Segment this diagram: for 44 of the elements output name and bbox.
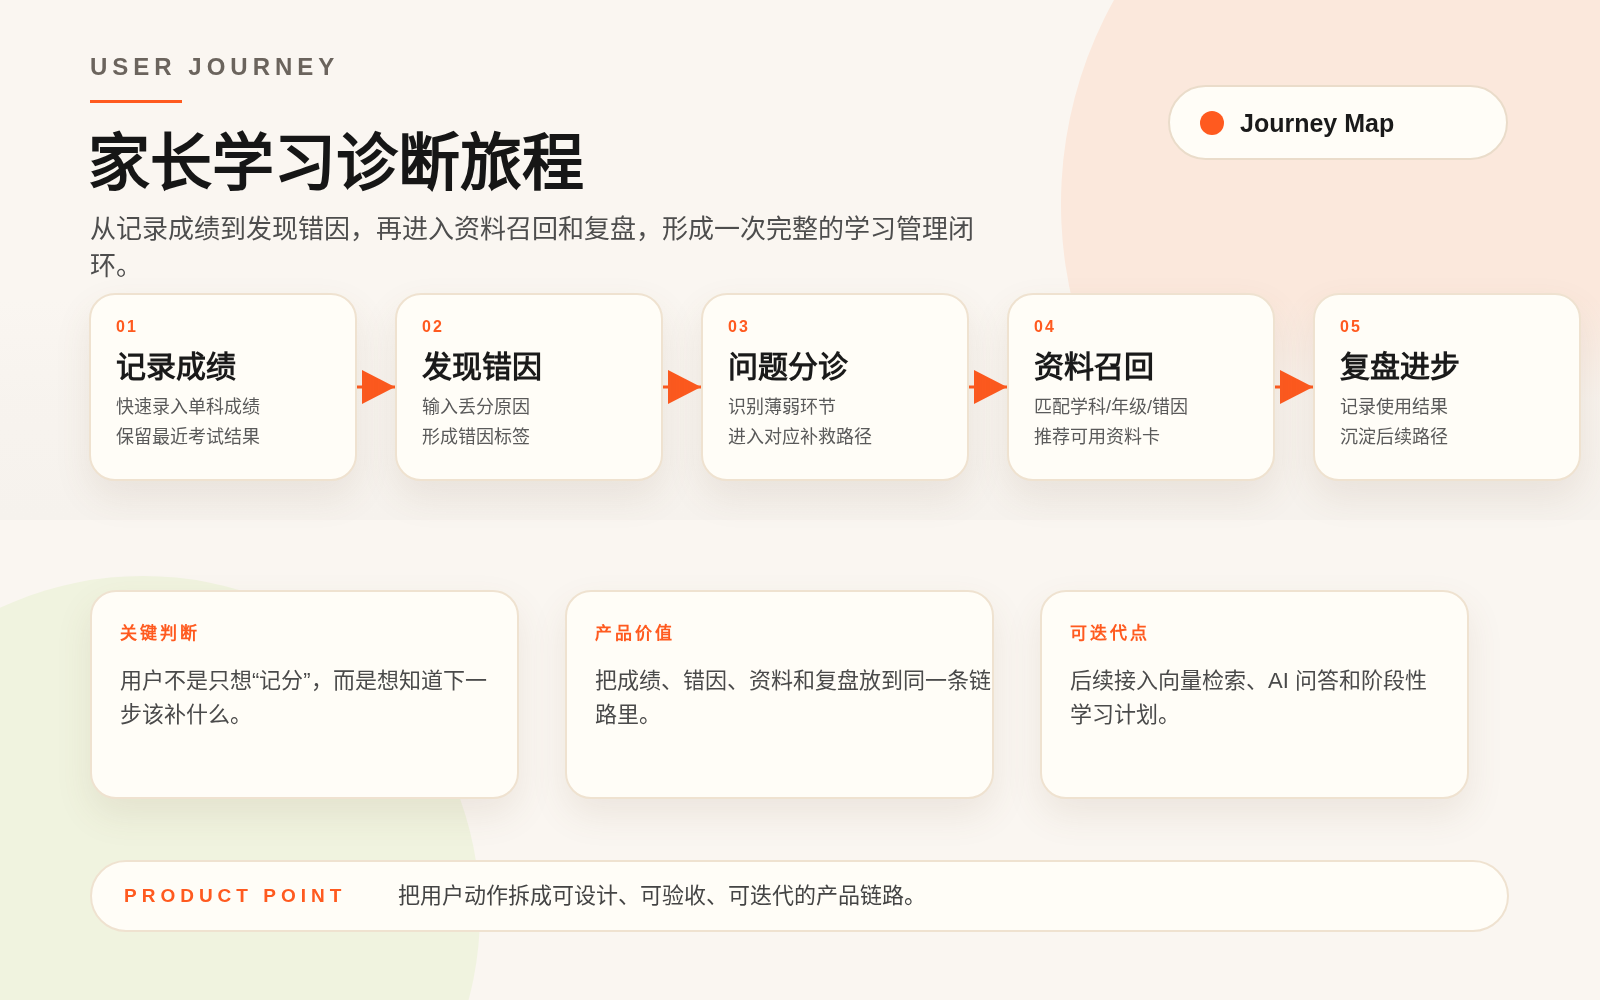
arrow: [357, 370, 395, 404]
step-number: 04: [1034, 317, 1056, 337]
step-card: [89, 293, 357, 481]
step-title: 发现错因: [422, 349, 542, 385]
step-card: [1313, 293, 1581, 481]
step-number: 02: [422, 317, 444, 337]
step-card: [701, 293, 969, 481]
insight-card: [90, 590, 519, 799]
card-heading: 产品价值: [595, 623, 675, 645]
step-description: 推荐可用资料卡: [1034, 426, 1160, 449]
step-number: 01: [116, 317, 138, 337]
card-body-text: 后续接入向量检索、AI 问答和阶段性学习计划。: [1070, 667, 1428, 729]
step-title: 记录成绩: [116, 349, 236, 385]
arrow: [1275, 370, 1313, 404]
step-description: 识别薄弱环节: [728, 396, 836, 419]
step-description: 快速录入单科成绩: [116, 396, 260, 419]
step-description: 记录使用结果: [1340, 396, 1448, 419]
step-title: 资料召回: [1034, 349, 1154, 385]
step-title: 复盘进步: [1340, 349, 1460, 385]
step-card: [395, 293, 663, 481]
summary-text: 把用户动作拆成可设计、可验收、可迭代的产品链路。: [398, 882, 926, 910]
step-description: 沉淀后续路径: [1340, 426, 1448, 449]
arrow: [663, 370, 701, 404]
step-description: 形成错因标签: [422, 426, 530, 449]
step-description: 匹配学科/年级/错因: [1034, 396, 1188, 419]
kicker-text: USER JOURNEY: [90, 52, 340, 82]
arrow: [969, 370, 1007, 404]
tag-text: Journey Map: [1240, 107, 1395, 139]
step-number: 05: [1340, 317, 1362, 337]
card-body-text: 把成绩、错因、资料和复盘放到同一条链路里。: [595, 667, 992, 729]
insight-card: [565, 590, 994, 799]
card-heading: 关键判断: [120, 623, 200, 645]
card-heading: 可迭代点: [1070, 622, 1150, 645]
step-card: [1007, 293, 1275, 481]
subtitle-text: 从记录成绩到发现错因，再进入资料召回和复盘，形成一次完整的学习管理闭环。: [90, 213, 975, 283]
step-title: 问题分诊: [728, 349, 848, 385]
step-description: 进入对应补救路径: [728, 426, 872, 449]
step-description: 输入丢分原因: [422, 396, 530, 419]
summary-heading: PRODUCT POINT: [124, 884, 347, 908]
page-title: 家长学习诊断旅程: [88, 128, 584, 200]
step-description: 保留最近考试结果: [116, 426, 260, 449]
card-body-text: 用户不是只想“记分”，而是想知道下一步该补什么。: [120, 667, 488, 729]
step-number: 03: [728, 317, 750, 337]
insight-card: [1040, 590, 1469, 799]
